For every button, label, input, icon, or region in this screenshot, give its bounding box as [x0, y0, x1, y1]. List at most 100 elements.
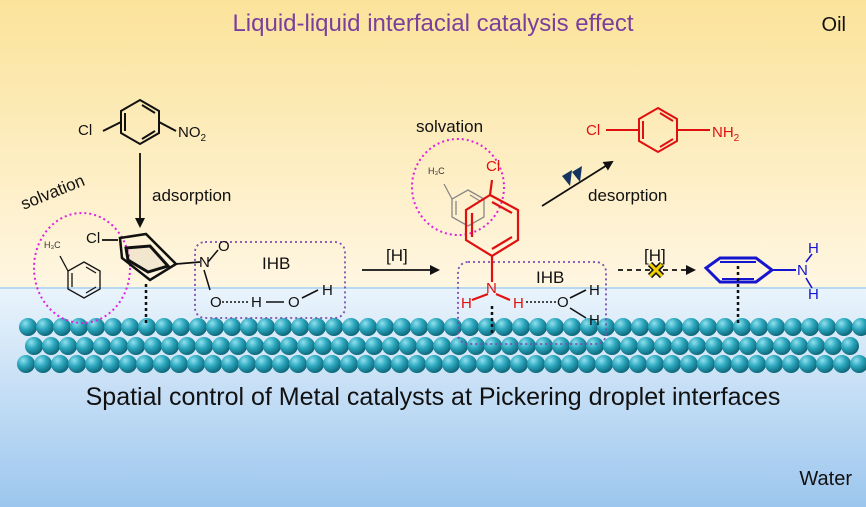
catalyst-sphere — [484, 337, 502, 355]
catalyst-sphere — [53, 318, 71, 336]
catalyst-sphere — [376, 318, 394, 336]
catalyst-sphere — [393, 318, 411, 336]
catalyst-sphere — [620, 337, 638, 355]
catalyst-sphere — [331, 337, 349, 355]
catalyst-sphere — [467, 337, 485, 355]
catalyst-sphere — [501, 337, 519, 355]
product-nh2-sub: 2 — [733, 133, 740, 144]
catalyst-sphere — [195, 337, 213, 355]
catalyst-sphere — [340, 355, 358, 373]
solvation-label-mid: solvation — [416, 117, 484, 136]
catalyst-sphere — [416, 337, 434, 355]
catalyst-sphere — [784, 318, 802, 336]
solvation-circle-mid — [411, 138, 505, 236]
adsorbed-o-top: O — [218, 238, 230, 255]
catalyst-sphere — [442, 355, 460, 373]
catalyst-sphere — [852, 318, 866, 336]
catalyst-sphere — [70, 318, 88, 336]
catalyst-sphere — [19, 318, 37, 336]
catalyst-sphere — [578, 355, 596, 373]
water-left-h2: H — [322, 282, 333, 299]
diagram-title: Liquid-liquid interfacial catalysis effe… — [232, 10, 634, 37]
catalyst-sphere — [629, 355, 647, 373]
catalyst-sphere — [274, 318, 292, 336]
product-cl: Cl — [586, 122, 601, 139]
ihb-left-bonds — [222, 289, 319, 303]
catalyst-sphere — [172, 318, 190, 336]
catalyst-sphere — [705, 337, 723, 355]
catalyst-sphere — [359, 318, 377, 336]
catalyst-sphere — [187, 355, 205, 373]
catalyst-sphere — [342, 318, 360, 336]
catalyst-sphere — [391, 355, 409, 373]
catalyst-sphere — [807, 337, 825, 355]
catalyst-sphere — [518, 337, 536, 355]
ihb-label-left: IHB — [262, 254, 291, 273]
catalyst-sphere — [121, 318, 139, 336]
catalyst-sphere — [478, 318, 496, 336]
catalyst-sphere — [569, 337, 587, 355]
ihb-mid-bonds — [526, 289, 587, 319]
catalyst-sphere — [631, 318, 649, 336]
catalyst-sphere — [476, 355, 494, 373]
adsorbed-cl: Cl — [86, 230, 101, 247]
solvation-circle-left — [33, 212, 131, 324]
water-mid-h1: H — [589, 282, 600, 299]
product-nh2: NH2 — [712, 124, 739, 144]
catalyst-sphere — [833, 355, 851, 373]
catalyst-sphere — [85, 355, 103, 373]
catalyst-sphere — [841, 337, 859, 355]
catalyst-sphere — [136, 355, 154, 373]
catalyst-sphere — [750, 318, 768, 336]
catalyst-sphere — [110, 337, 128, 355]
catalyst-sphere — [688, 337, 706, 355]
chevron-icon — [562, 166, 582, 186]
blocked-h-top: H — [808, 240, 819, 257]
catalyst-sphere — [699, 318, 717, 336]
catalyst-sphere — [818, 318, 836, 336]
toluene-left — [59, 255, 101, 299]
catalyst-sphere — [223, 318, 241, 336]
catalyst-sphere — [238, 355, 256, 373]
adsorption-label: adsorption — [152, 186, 232, 205]
hydrogenation-label-2: [H] — [644, 246, 666, 265]
catalyst-sphere — [382, 337, 400, 355]
catalyst-sphere — [155, 318, 173, 336]
catalyst-sphere — [459, 355, 477, 373]
catalyst-sphere — [297, 337, 315, 355]
hydrogenation-label-1: [H] — [386, 246, 408, 265]
cross-icon — [647, 261, 665, 279]
catalyst-sphere — [314, 337, 332, 355]
catalyst-sphere — [102, 355, 120, 373]
catalyst-sphere — [25, 337, 43, 355]
catalyst-sphere — [546, 318, 564, 336]
product-nh-text: NH — [712, 124, 734, 141]
adsorbed-nitroarene — [102, 232, 219, 324]
catalyst-sphere — [138, 318, 156, 336]
catalyst-sphere — [104, 318, 122, 336]
oil-phase — [0, 0, 866, 288]
catalyst-sphere — [648, 318, 666, 336]
catalyst-sphere — [42, 337, 60, 355]
catalyst-sphere — [493, 355, 511, 373]
catalyst-sphere — [240, 318, 258, 336]
catalyst-sphere — [17, 355, 35, 373]
desorption-arrow — [541, 160, 614, 207]
catalyst-sphere — [323, 355, 341, 373]
catalyst-sphere — [450, 337, 468, 355]
catalyst-sphere — [716, 318, 734, 336]
catalyst-sphere — [161, 337, 179, 355]
catalyst-sphere — [665, 318, 683, 336]
water-left-o: O — [288, 294, 300, 311]
catalyst-sphere — [255, 355, 273, 373]
catalyst-sphere — [552, 337, 570, 355]
catalyst-sphere — [722, 337, 740, 355]
catalyst-sphere — [263, 337, 281, 355]
catalyst-sphere — [59, 337, 77, 355]
amine-n: N — [486, 280, 497, 297]
catalyst-sphere — [144, 337, 162, 355]
catalyst-sphere — [731, 355, 749, 373]
catalyst-sphere — [306, 355, 324, 373]
catalyst-sphere — [280, 337, 298, 355]
